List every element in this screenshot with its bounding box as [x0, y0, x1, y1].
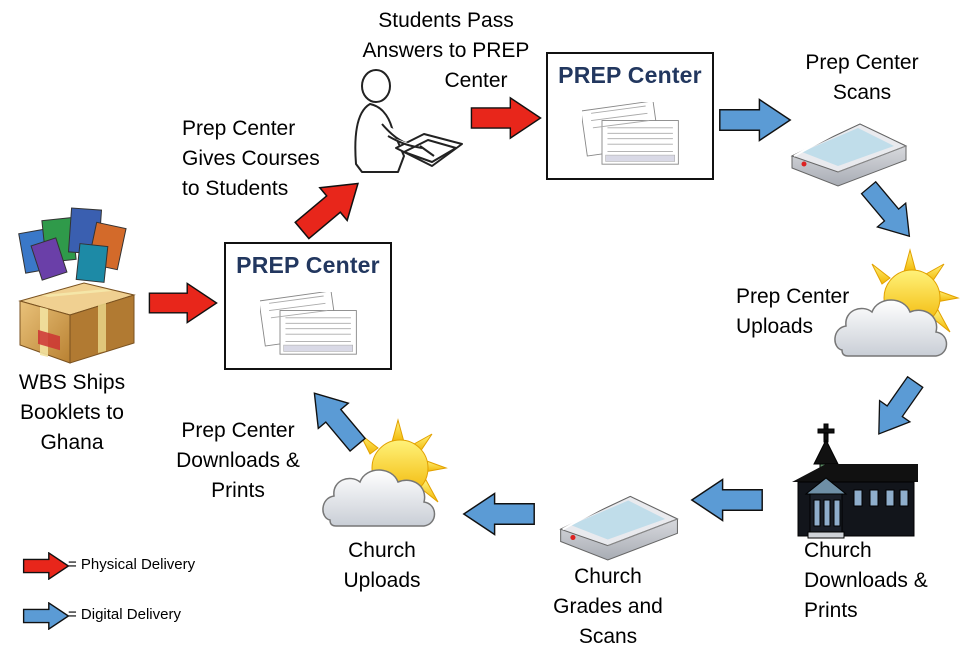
digital-arrow	[690, 478, 764, 522]
scanner-icon	[790, 123, 908, 187]
prep-center-box-upper: PREP Center	[546, 52, 714, 180]
label-students-pass: Students Pass Answers to PREP Center	[362, 9, 530, 92]
label-prep-uploads: Prep Center Uploads	[736, 285, 850, 338]
legend-digital-arrow	[22, 602, 70, 630]
label-wbs-ships: WBS Ships Booklets to Ghana	[18, 371, 126, 454]
cloud-sun-icon	[322, 418, 448, 527]
legend-physical-arrow	[22, 552, 70, 580]
label-church-grades: Church Grades and Scans	[553, 565, 663, 648]
label-prep-scans: Prep Center Scans	[805, 51, 919, 104]
label-church-downloads: Church Downloads & Prints	[804, 539, 928, 622]
digital-arrow	[462, 492, 536, 536]
label-prep-downloads: Prep Center Downloads & Prints	[176, 419, 300, 502]
prep-center-title: PREP Center	[558, 62, 702, 88]
answer-sheet-icon	[582, 102, 682, 170]
package-of-booklets-icon	[18, 207, 136, 364]
scanner-icon	[559, 495, 679, 561]
label-church-uploads: Church Uploads	[343, 539, 421, 592]
legend-digital-label: = Digital Delivery	[68, 606, 181, 623]
prep-center-title: PREP Center	[236, 252, 380, 278]
prep-center-box-lower: PREP Center	[224, 242, 392, 370]
physical-arrow	[146, 282, 220, 324]
physical-arrow	[470, 96, 542, 140]
student-writing-icon	[354, 69, 463, 173]
answer-sheet-icon	[260, 292, 360, 360]
church-icon	[792, 423, 918, 539]
digital-arrow	[718, 98, 792, 142]
cloud-sun-icon	[834, 248, 960, 357]
legend-physical-label: = Physical Delivery	[68, 556, 196, 573]
label-gives-courses: Prep Center Gives Courses to Students	[182, 117, 320, 200]
